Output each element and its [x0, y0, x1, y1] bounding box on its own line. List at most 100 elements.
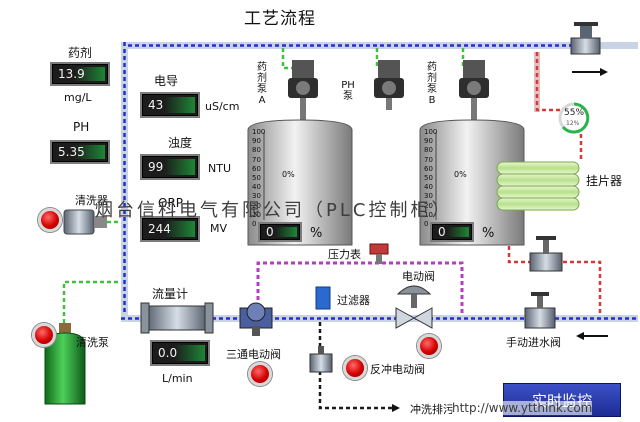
- inlet-arrow: [576, 332, 608, 340]
- top-right-valve[interactable]: [570, 22, 601, 55]
- orp-display: 244: [140, 216, 200, 242]
- tank-left-level-display: 0: [258, 222, 302, 242]
- cleaner-label: 清洗器: [75, 194, 108, 207]
- tank-right-scale-tick: 60: [424, 164, 433, 173]
- page-title: 工艺流程: [244, 9, 316, 29]
- tank-left-scale-tick: 20: [252, 201, 261, 210]
- pump-motor-ph[interactable]: [374, 60, 404, 110]
- tank-right-inner-label: 0%: [454, 170, 467, 179]
- tank-right-scale-tick: 80: [424, 146, 433, 155]
- tank-right: [419, 119, 525, 246]
- three-way-valve-label: 三通电动阀: [226, 348, 281, 361]
- electric-valve-label: 电动阀: [402, 270, 435, 283]
- tank-left-scale-tick: 50: [252, 174, 261, 182]
- hanging-plate-label: 挂片器: [586, 174, 623, 188]
- flow-display: 0.0: [150, 340, 210, 366]
- electric-valve-button[interactable]: [417, 334, 441, 358]
- tank-right-scale-tick: 50: [424, 174, 433, 182]
- hanging-plate-coil: [496, 161, 580, 211]
- drain-arrow: [392, 404, 400, 412]
- ph-display: 5.35: [50, 140, 110, 164]
- tank-left-scale-tick: 80: [252, 146, 261, 155]
- tank-right-scale-tick: 0: [424, 220, 429, 228]
- tank-right-level-unit: %: [482, 226, 495, 241]
- conductivity-value: 43: [148, 98, 164, 112]
- pump-b-label: 药剂泵B: [427, 62, 437, 106]
- tank-right-scale-tick: 30: [424, 192, 433, 201]
- tank-left-scale-tick: 0: [252, 220, 257, 228]
- conductivity-label: 电导: [154, 74, 179, 88]
- pump-a-label: 药剂泵A: [257, 62, 267, 106]
- tank-left: [247, 119, 353, 246]
- pipe-top-main: [121, 42, 638, 49]
- gauge-sub: 12%: [566, 120, 580, 127]
- manual-inlet-valve-label: 手动进水阀: [506, 336, 561, 349]
- company-watermark: 烟台信科电气有限公司（PLC控制柜）: [95, 200, 453, 221]
- chemical-unit: mg/L: [64, 91, 92, 104]
- flow-meter-body: [140, 302, 214, 334]
- gauge-percent: 55%: [564, 108, 585, 118]
- tank-right-scale-tick: 20: [424, 201, 433, 210]
- ph-value: 5.35: [58, 145, 85, 159]
- backflush-valve-button[interactable]: [343, 356, 367, 380]
- pump-motor-a[interactable]: [288, 60, 318, 120]
- tank-left-level-value: 0: [266, 225, 274, 239]
- pressure-gauge-label: 压力表: [328, 248, 361, 261]
- tank-right-scale-tick: 10: [424, 210, 433, 219]
- plate-bypass-valve[interactable]: [529, 236, 563, 272]
- tank-left-scale-tick: 90: [252, 137, 261, 146]
- tank-left-inner-label: 0%: [282, 170, 295, 179]
- filter-body: [315, 286, 331, 310]
- cleaner-start-button[interactable]: [38, 208, 62, 232]
- three-way-valve[interactable]: [239, 302, 273, 336]
- filter-label: 过滤器: [337, 294, 370, 307]
- cleaner-device[interactable]: [63, 209, 107, 235]
- tank-right-level-value: 0: [438, 225, 446, 239]
- tank-left-scale-tick: 10: [252, 210, 261, 219]
- conductivity-display: 43: [140, 92, 200, 118]
- tank-right-scale-tick: 100: [424, 128, 438, 136]
- orp-unit: MV: [210, 222, 228, 235]
- tank-left-level-unit: %: [310, 226, 323, 241]
- flow-unit: L/min: [162, 372, 193, 385]
- chemical-value: 13.9: [58, 67, 85, 81]
- pump-ph-label: PH泵: [341, 80, 355, 102]
- tank-left-scale-tick: 60: [252, 164, 261, 173]
- pipe-left-vertical: [121, 42, 128, 322]
- electric-valve[interactable]: [395, 285, 433, 329]
- flow-meter-label: 流量计: [152, 287, 189, 301]
- drain-label: 冲洗排污: [410, 403, 454, 416]
- flow-value: 0.0: [158, 346, 178, 360]
- chemical-display: 13.9: [50, 62, 110, 86]
- url-overlay: http://www.ytthink.com: [452, 401, 593, 415]
- manual-inlet-valve[interactable]: [524, 292, 556, 329]
- conductivity-unit: uS/cm: [205, 100, 240, 113]
- ph-label: PH: [73, 120, 90, 134]
- tank-left-scale-tick: 100: [252, 128, 266, 136]
- pipe-purple-loop: [256, 261, 464, 314]
- tank-right-scale-tick: 40: [424, 183, 433, 192]
- cleaning-pump-label: 清洗泵: [76, 336, 109, 349]
- tank-left-scale-tick: 70: [252, 155, 261, 164]
- tank-right-scale-tick: 90: [424, 137, 433, 146]
- turbidity-unit: NTU: [208, 162, 231, 175]
- chemical-label: 药剂: [68, 46, 93, 60]
- tank-right-level-display: 0: [430, 222, 474, 242]
- turbidity-value: 99: [148, 160, 164, 174]
- pump-motor-b[interactable]: [459, 60, 489, 120]
- orp-value: 244: [148, 222, 171, 236]
- turbidity-display: 99: [140, 154, 200, 180]
- pressure-gauge: [369, 243, 389, 264]
- turbidity-label: 浊度: [168, 136, 193, 150]
- gauge-ring: [558, 102, 590, 134]
- tank-left-scale-tick: 30: [252, 192, 261, 201]
- tank-right-scale-tick: 70: [424, 155, 433, 164]
- three-way-valve-button[interactable]: [248, 362, 272, 386]
- cleaning-pump-button[interactable]: [32, 323, 56, 347]
- backflush-valve[interactable]: [309, 346, 333, 373]
- orp-label: ORP: [158, 196, 184, 210]
